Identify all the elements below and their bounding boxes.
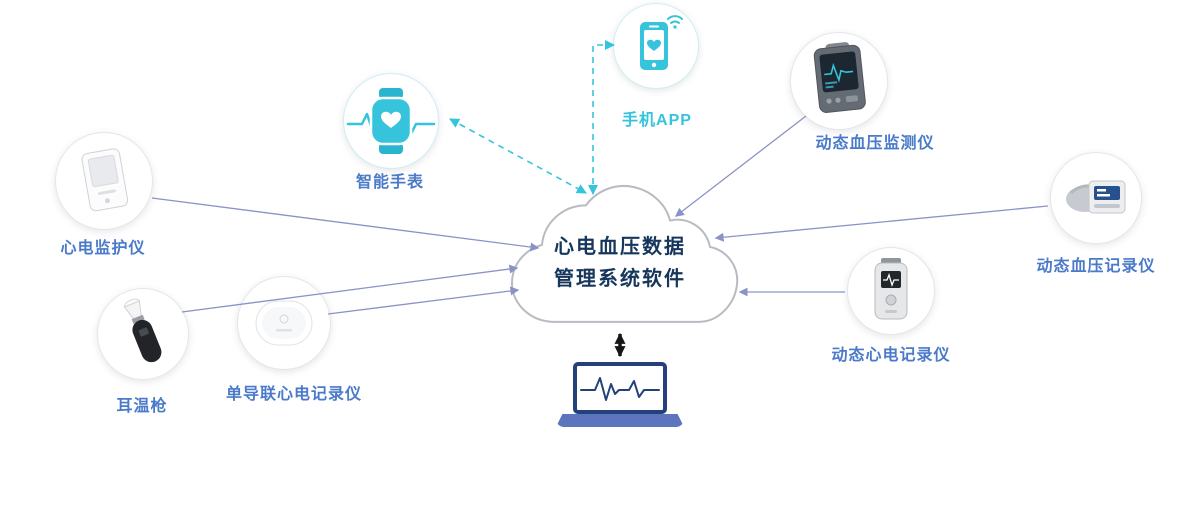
bp-recorder-label: 动态血压记录仪 (1036, 258, 1156, 275)
ear-thermometer-icon (97, 288, 189, 380)
bp-recorder-icon (1050, 152, 1142, 244)
laptop-base (556, 414, 684, 427)
laptop-screen (573, 362, 667, 414)
arrow-cloud-phone-sync (588, 40, 615, 195)
arrow-ear-thermometer-to-cloud (181, 264, 519, 313)
smart-watch-label: 智能手表 (355, 174, 425, 191)
ecg-monitor-label: 心电监护仪 (60, 240, 146, 257)
arrow-ecg-patch-to-cloud (327, 286, 520, 315)
bp-monitor-icon (790, 32, 888, 130)
holter-recorder-icon (847, 247, 935, 335)
ecg-patch-label: 单导联心电记录仪 (225, 386, 363, 403)
smart-watch-icon (343, 73, 439, 169)
arrow-ecg-monitor-to-cloud (151, 197, 540, 252)
ecg-monitor-icon (55, 132, 153, 230)
ecg-patch-icon (237, 276, 331, 370)
arrow-bp-recorder-to-cloud (714, 205, 1049, 242)
ear-thermometer-label: 耳温枪 (116, 398, 168, 415)
cloud-title-line2: 管理系统软件 (554, 268, 686, 290)
holter-recorder-label: 动态心电记录仪 (831, 347, 951, 364)
bp-monitor-label: 动态血压监测仪 (815, 135, 935, 152)
phone-app-label: 手机APP (622, 112, 692, 129)
phone-app-icon (613, 3, 699, 89)
cloud-title-line1: 心电血压数据 (554, 236, 686, 258)
laptop-ecg-wave (580, 377, 660, 401)
